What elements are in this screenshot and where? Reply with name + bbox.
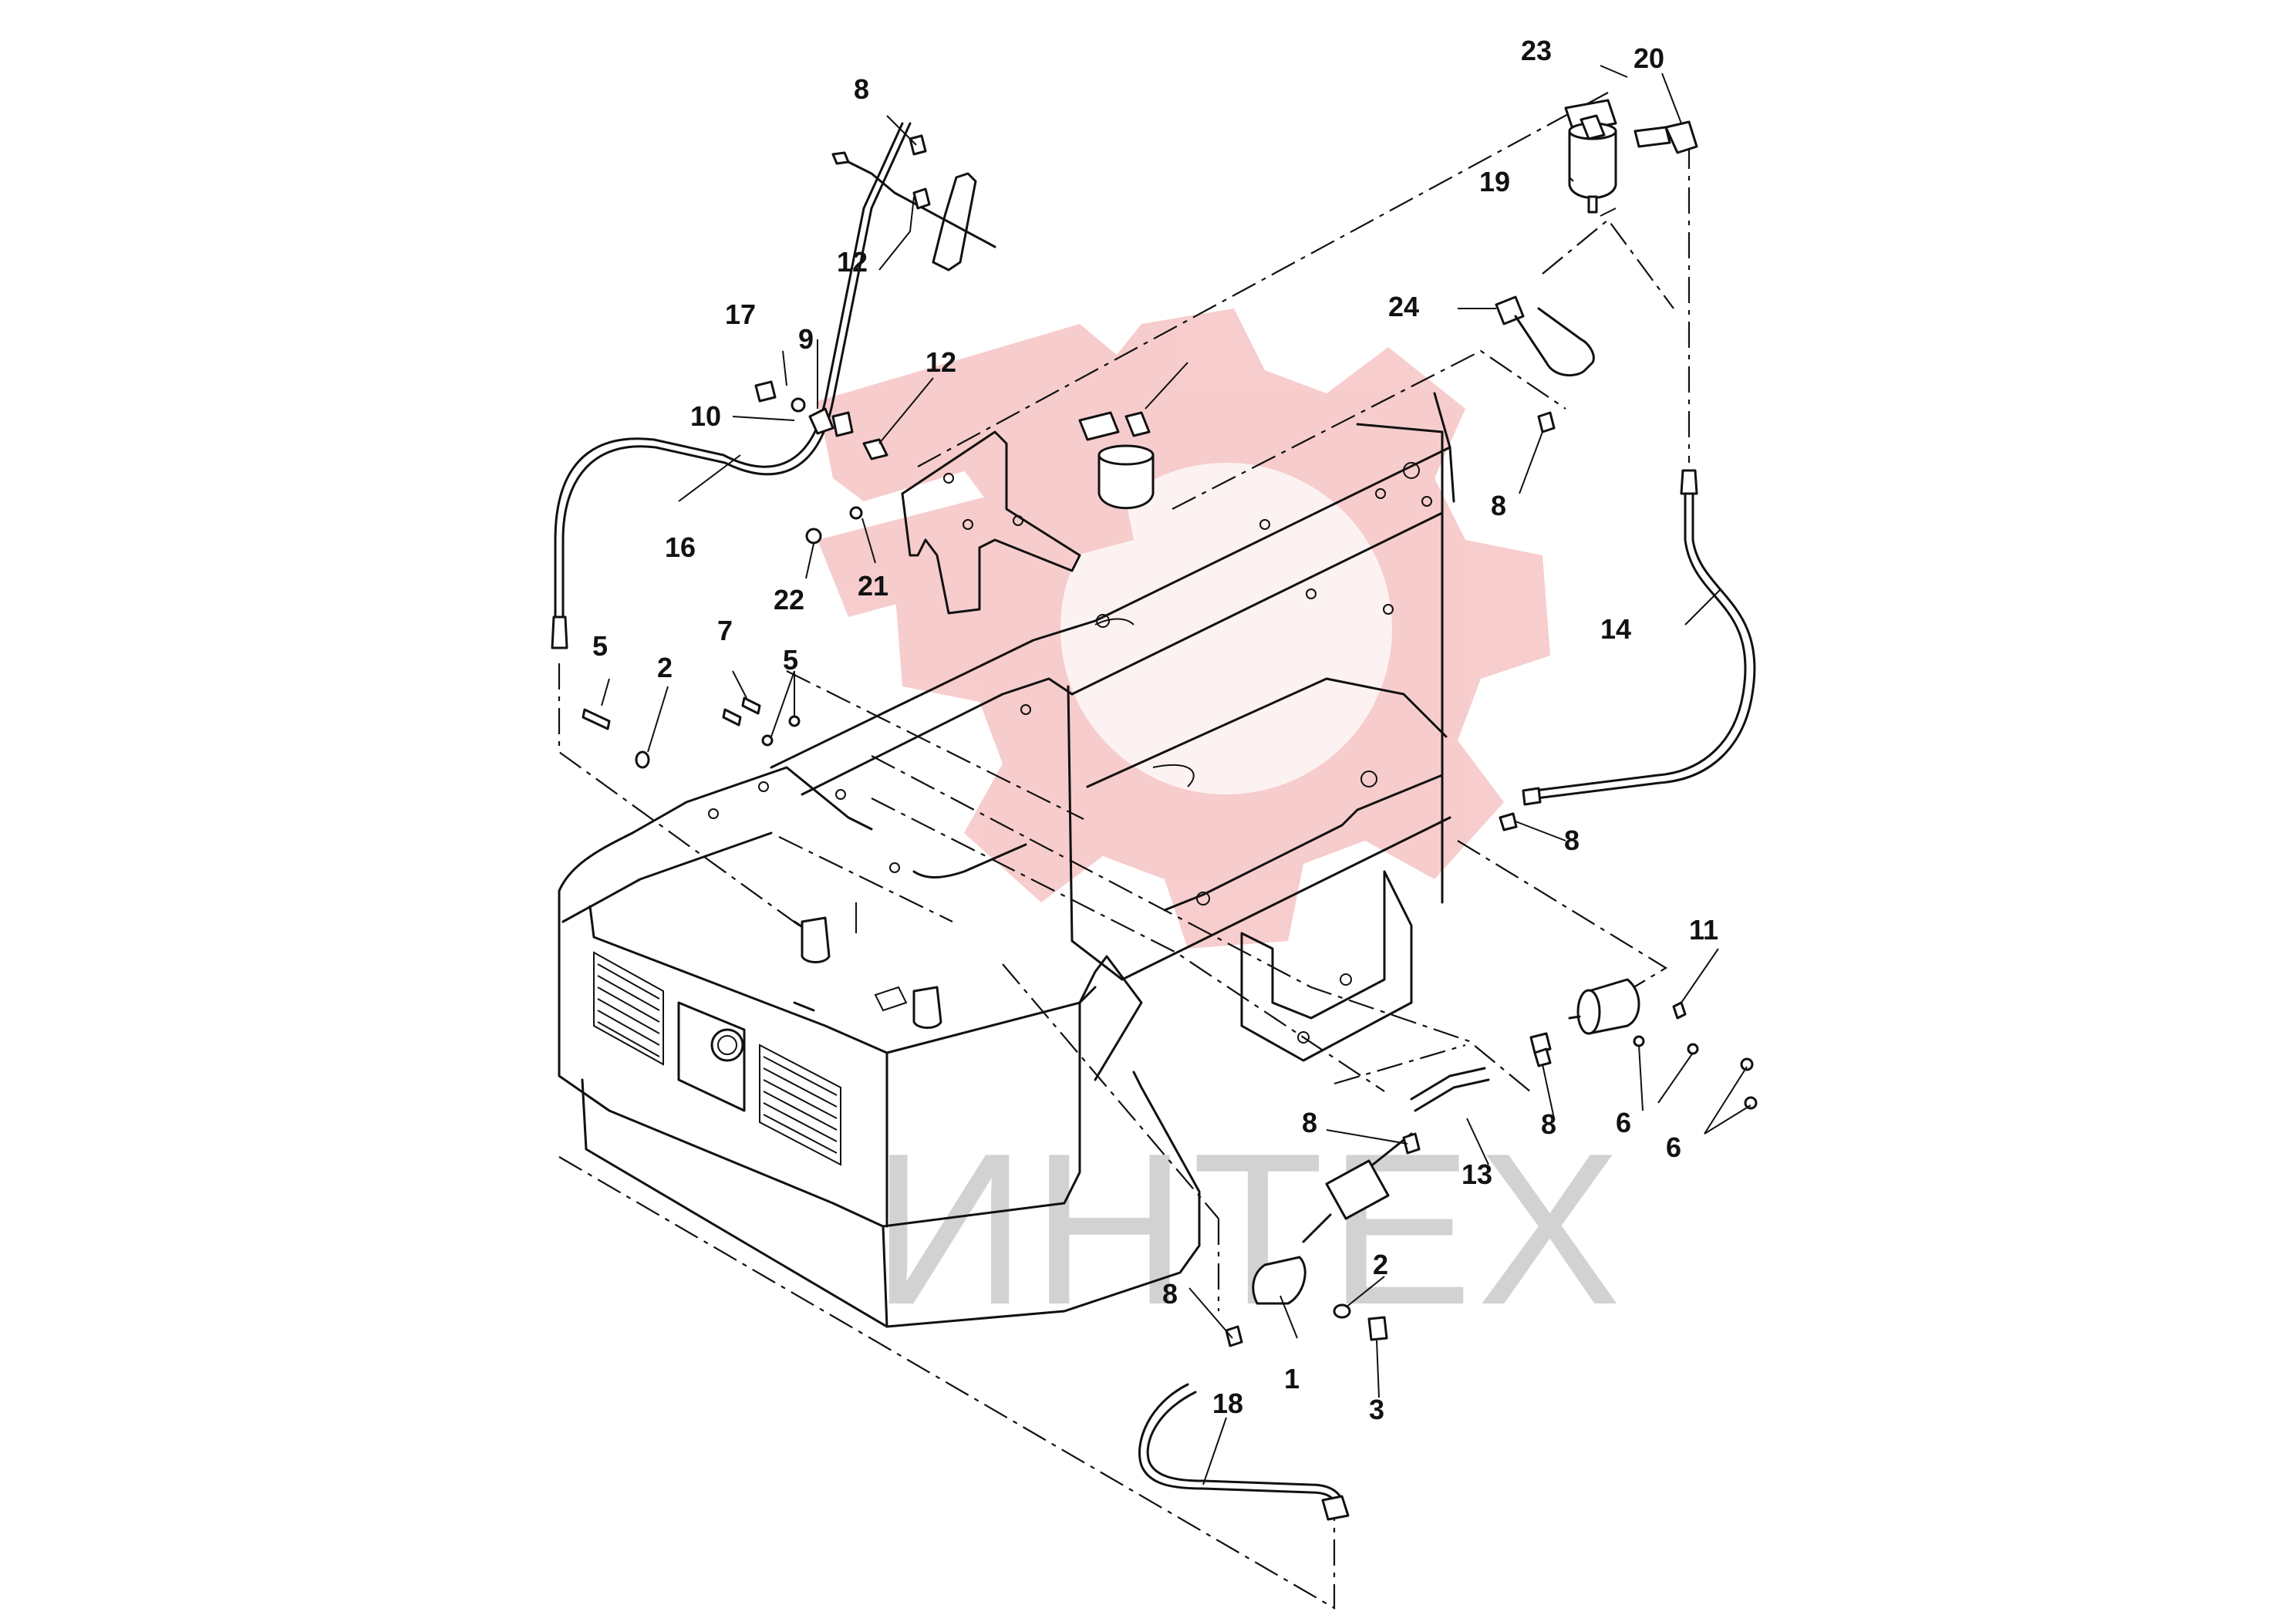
clip-bracket-lower [754,380,888,545]
fuel-pump [1568,978,1758,1110]
leader-lines [601,65,1752,1485]
callout-9: 9 [798,323,814,355]
callout-13: 13 [1462,1158,1492,1190]
callout-14: 14 [1600,613,1631,645]
callout-8: 8 [1564,824,1580,856]
fuel-line-bottom [1138,1325,1350,1521]
callout-10: 10 [690,400,721,432]
frame-holes [708,462,1432,905]
watermark-gear-logo [818,309,1550,949]
callout-6: 6 [1666,1131,1681,1163]
callout-labels: 8 12 17 9 12 10 16 22 21 5 2 7 5 23 20 1… [592,35,1718,1425]
callout-12: 12 [925,346,956,378]
elbow-fitting [1633,120,1698,154]
callout-22: 23 [1521,35,1552,66]
chassis-frame [708,392,1455,981]
callout-1: 1 [1284,1363,1300,1394]
callout-17: 18 [1212,1388,1243,1419]
fuel-tank-housing [558,766,1201,1328]
assembly-dash-lines [558,92,1691,1610]
callout-8: 8 [1541,1108,1556,1140]
callout-8: 8 [1162,1278,1178,1310]
fuel-line-right [1522,469,1756,806]
callout-12: 12 [837,246,868,278]
callout-15: 16 [665,531,696,563]
callout-3: 3 [1369,1394,1384,1425]
watermark-text: ИНТЕХ [872,1109,1626,1350]
tank-flange [1252,1256,1388,1341]
callout-8: 8 [1302,1107,1317,1138]
housing-vent-right [759,1044,841,1166]
fuel-line-left [551,122,912,649]
callout-18: 19 [1479,166,1510,197]
callout-2: 2 [1373,1249,1388,1280]
housing-vent-left [593,951,664,1066]
callout-7: 7 [717,615,733,646]
fuel-filter-assembly [1564,99,1617,214]
clip-bracket-upper [831,134,996,271]
callout-11: 11 [1689,914,1718,946]
callout-23: 24 [1388,291,1419,322]
callout-8: 8 [1491,490,1506,521]
u-hose [1495,295,1595,377]
callout-20: 21 [858,570,888,602]
callout-16: 17 [725,298,756,330]
callout-2: 2 [657,652,673,683]
callout-4: 5 [592,630,608,662]
callout-21: 22 [774,584,804,615]
bracket-right [1240,870,1413,1062]
fasteners [582,411,1556,1155]
callout-5: 6 [1616,1107,1631,1138]
filter-bracket [901,430,1081,615]
callout-5: 5 [783,644,798,676]
callout-8: 8 [854,73,869,105]
fuel-filter-center [1078,362,1188,510]
callout-19: 20 [1633,42,1664,74]
